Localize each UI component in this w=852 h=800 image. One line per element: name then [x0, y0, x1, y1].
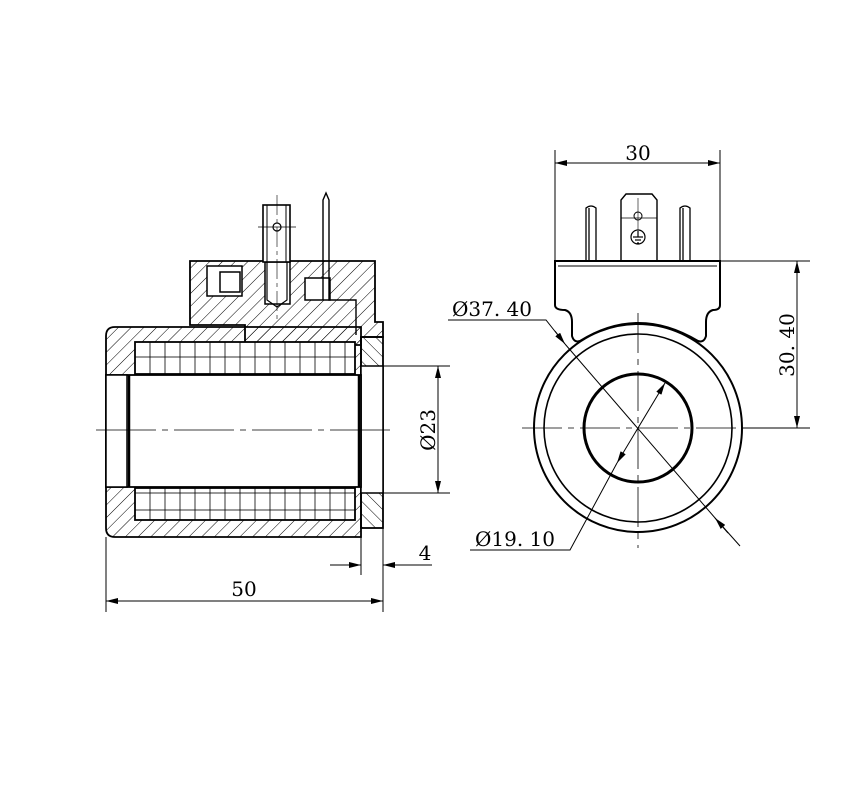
dim-width: 30 — [625, 141, 650, 165]
spade-terminal — [322, 191, 357, 335]
dim-bore-diameter: Ø23 — [416, 409, 440, 451]
end-dimensions — [448, 150, 810, 551]
dim-sleeve-length: 4 — [419, 541, 432, 565]
side-dimensions — [105, 365, 450, 612]
ground-icon — [630, 229, 646, 245]
dim-height: 30. 40 — [775, 313, 799, 377]
pin-terminal — [258, 204, 296, 263]
dim-bore-diameter-end: Ø19. 10 — [475, 527, 555, 551]
side-section-view — [96, 191, 395, 538]
connector-header — [554, 260, 721, 343]
dim-overall-length: 50 — [231, 577, 256, 601]
pin-left — [585, 205, 597, 261]
ground-terminal — [620, 193, 658, 261]
pin-right — [679, 205, 691, 261]
dim-outer-diameter: Ø37. 40 — [452, 297, 532, 321]
